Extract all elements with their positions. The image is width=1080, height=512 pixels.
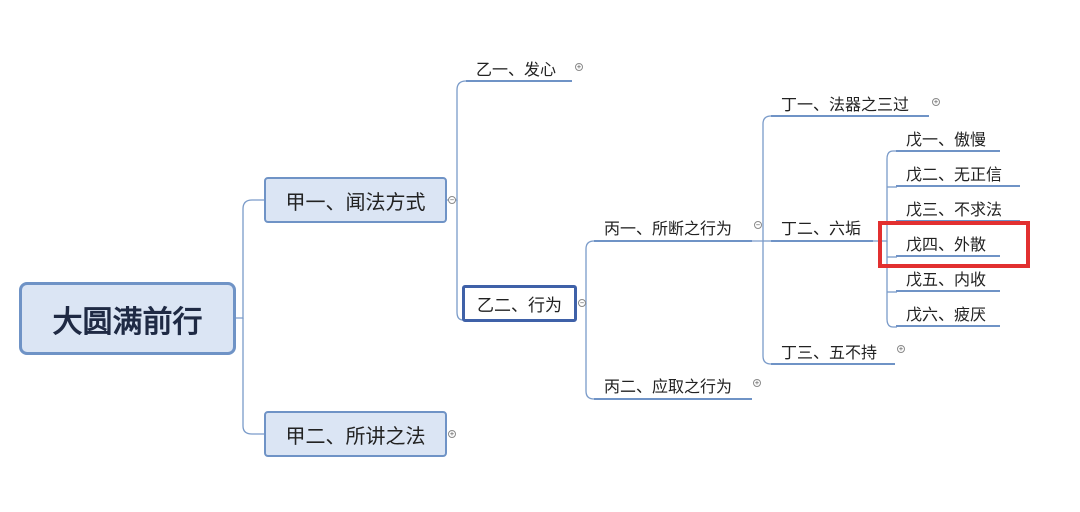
connector-bing1-ding3 <box>762 241 774 365</box>
root-node[interactable]: 大圆满前行 <box>19 282 236 355</box>
collapse-toggle-bing1[interactable]: − <box>754 221 762 229</box>
connector-jia1-yi2 <box>456 200 464 321</box>
node-wu4-label: 戊四、外散 <box>906 234 987 254</box>
connector-root-jia1 <box>236 199 264 319</box>
node-wu4[interactable]: 戊四、外散 <box>896 230 1000 257</box>
minus-circle-icon: − <box>579 299 585 307</box>
node-jia1-label: 甲一、闻法方式 <box>285 189 426 214</box>
node-ding3[interactable]: 丁三、五不持 <box>771 338 895 365</box>
node-wu1-label: 戊一、傲慢 <box>906 129 987 149</box>
collapse-toggle-yi2[interactable]: − <box>578 299 586 307</box>
connector-ding2-wu1 <box>873 150 897 242</box>
node-wu1[interactable]: 戊一、傲慢 <box>896 125 1000 152</box>
node-bing1[interactable]: 丙一、所断之行为 <box>594 214 752 242</box>
node-ding3-label: 丁三、五不持 <box>781 342 878 362</box>
node-bing1-label: 丙一、所断之行为 <box>604 219 733 238</box>
node-wu2[interactable]: 戊二、无正信 <box>896 160 1020 187</box>
root-label: 大圆满前行 <box>52 304 203 340</box>
expand-toggle-jia2[interactable]: + <box>448 430 456 438</box>
connector-bing1-ding1 <box>752 115 774 242</box>
node-wu2-label: 戊二、无正信 <box>906 164 1003 184</box>
connector-jia1-yi1 <box>447 80 470 201</box>
node-wu3[interactable]: 戊三、不求法 <box>896 195 1020 222</box>
node-wu3-label: 戊三、不求法 <box>906 199 1003 219</box>
node-ding2-label: 丁二、六垢 <box>781 219 862 238</box>
connector-yi2-bing1 <box>578 240 600 304</box>
plus-circle-icon: + <box>449 430 455 438</box>
node-jia2-label: 甲二、所讲之法 <box>285 423 426 448</box>
node-jia2[interactable]: 甲二、所讲之法 <box>264 411 447 457</box>
node-ding1[interactable]: 丁一、法器之三过 <box>771 90 929 117</box>
node-wu6[interactable]: 戊六、疲厌 <box>896 300 1000 327</box>
node-bing2-label: 丙二、应取之行为 <box>604 377 733 396</box>
plus-circle-icon: + <box>576 63 582 71</box>
node-yi2-selected[interactable]: 乙二、行为 <box>462 285 577 322</box>
highlight-box <box>878 221 1030 268</box>
node-yi2-label: 乙二、行为 <box>477 296 562 316</box>
expand-toggle-ding3[interactable]: + <box>897 345 905 353</box>
node-jia1[interactable]: 甲一、闻法方式 <box>264 177 447 223</box>
node-wu5-label: 戊五、内收 <box>906 269 987 289</box>
node-ding1-label: 丁一、法器之三过 <box>781 94 910 114</box>
minus-circle-icon: − <box>449 196 455 204</box>
node-yi1[interactable]: 乙一、发心 <box>466 56 572 82</box>
plus-circle-icon: + <box>933 98 939 106</box>
node-yi1-label: 乙一、发心 <box>476 60 557 79</box>
node-bing2[interactable]: 丙二、应取之行为 <box>594 372 752 400</box>
minus-circle-icon: − <box>755 221 761 229</box>
node-ding2[interactable]: 丁二、六垢 <box>771 214 873 242</box>
connector-ding2-wu6 <box>886 241 897 328</box>
node-wu6-label: 戊六、疲厌 <box>906 304 987 324</box>
connector-yi2-bing2 <box>585 303 600 400</box>
collapse-toggle-jia1[interactable]: − <box>448 196 456 204</box>
node-wu5[interactable]: 戊五、内收 <box>896 265 1000 292</box>
expand-toggle-yi1[interactable]: + <box>575 63 583 71</box>
expand-toggle-ding1[interactable]: + <box>932 98 940 106</box>
plus-circle-icon: + <box>754 379 760 387</box>
connector-root-jia2 <box>242 318 264 435</box>
expand-toggle-bing2[interactable]: + <box>753 379 761 387</box>
plus-circle-icon: + <box>898 345 904 353</box>
